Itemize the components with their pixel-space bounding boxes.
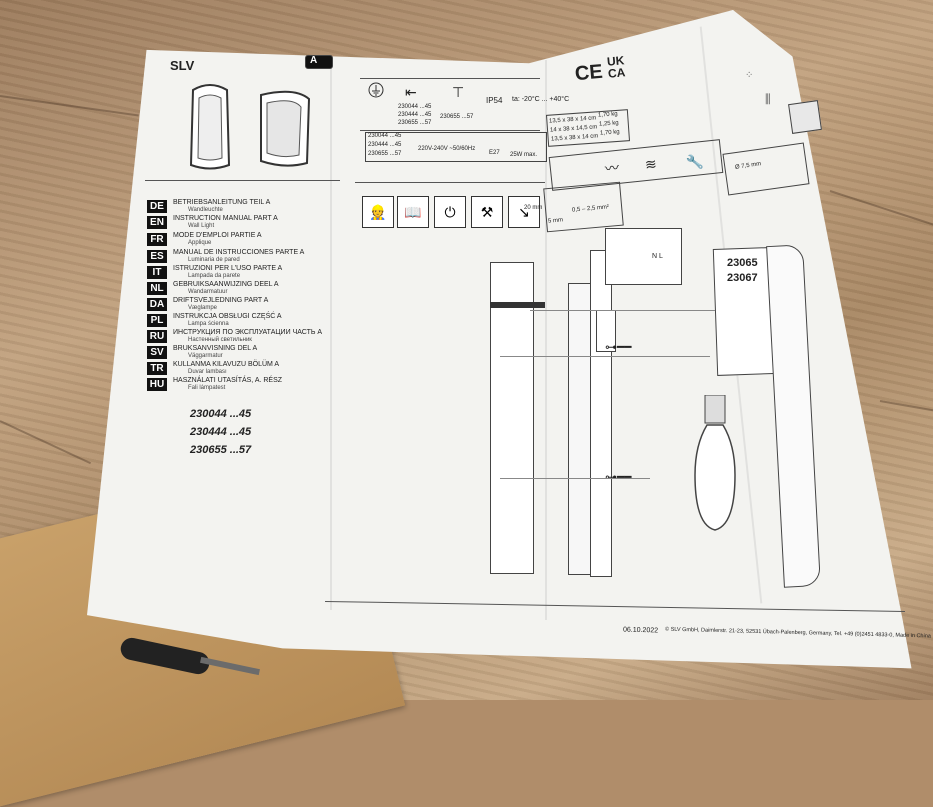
lang-code: SV	[147, 346, 167, 359]
lang-code: RU	[147, 330, 167, 343]
table-power: 25W max.	[510, 152, 538, 158]
lang-sub: Applique	[188, 240, 212, 246]
tools-icon: ⫼	[765, 92, 771, 106]
wall-section	[490, 262, 534, 574]
ground-symbol-icon	[368, 82, 384, 98]
lamp-side-illustration	[260, 90, 311, 167]
dimension-line	[500, 478, 650, 479]
terminal-label: N L	[652, 253, 663, 260]
wiring-diagram	[605, 228, 682, 285]
dimension-line	[530, 310, 740, 311]
spec-model: 230044 ...45	[398, 104, 432, 110]
table-socket: E27	[489, 150, 500, 156]
lang-sub: Настенный светильник	[188, 337, 252, 343]
cable-icon: 〰	[604, 159, 620, 177]
divider	[145, 180, 340, 181]
lang-code: DE	[147, 200, 167, 213]
lang-sub: Duvar lambası	[188, 369, 227, 375]
lang-code: PL	[147, 314, 167, 327]
spec-model: 230444 ...45	[398, 112, 432, 118]
lang-sub: Fali lámpatest	[188, 385, 226, 391]
lang-title: INSTRUKCJA OBSŁUGI CZĘŚĆ A	[173, 313, 282, 320]
spec-model: 230655 ...57	[440, 114, 474, 120]
lang-code: DA	[147, 298, 167, 311]
lang-code: HU	[147, 378, 167, 391]
lang-title: BETRIEBSANLEITUNG TEIL A	[173, 199, 271, 206]
lang-sub: Wandleuchte	[188, 207, 223, 213]
lamp-body-outline	[590, 250, 612, 577]
lang-title: MODE D'EMPLOI PARTIE A	[173, 232, 262, 239]
lang-title: ISTRUZIONI PER L'USO PARTE A	[173, 265, 283, 272]
drill-wall-icon: ⚒	[471, 196, 503, 228]
brand-logo: SLV	[170, 58, 195, 73]
lang-title: BRUKSANVISNING DEL A	[173, 345, 258, 352]
lang-sub: Væglampe	[188, 305, 218, 311]
lang-sub: Lampada da parete	[188, 273, 241, 279]
screw-icon: ⊶━━	[605, 340, 632, 354]
lang-code: EN	[147, 216, 167, 229]
read-manual-icon: 📖	[397, 196, 429, 228]
lang-code: FR	[147, 233, 167, 246]
lang-sub: Lampa ścienna	[188, 321, 229, 327]
side-model-number: 23067	[727, 272, 758, 284]
electrician-icon: 👷	[362, 196, 394, 228]
lang-sub: Wall Light	[188, 223, 215, 229]
model-number: 230655 ...57	[190, 444, 252, 456]
screw-icon: ⊶━━	[605, 470, 632, 484]
table-voltage: 220V-240V ~50/60Hz	[418, 146, 476, 152]
ukca-mark: CA	[607, 65, 626, 81]
arrow-up-icon: ⊤	[452, 84, 465, 100]
dowel-icon: ↘	[508, 196, 540, 228]
fold-line	[330, 55, 332, 610]
table-model: 230044 ...45	[368, 133, 402, 139]
arrow-left-icon: ⇤	[405, 84, 417, 100]
power-off-icon: ⏻	[434, 196, 466, 228]
lang-sub: Wandarmatuur	[188, 289, 228, 295]
lang-title: HASZNÁLATI UTASÍTÁS, A. RÉSZ	[173, 377, 283, 384]
table-model: 230655 ...57	[368, 151, 402, 157]
temperature-range: ta: -20°C ... +40°C	[512, 96, 570, 103]
divider	[360, 78, 540, 79]
lang-title: ИНСТРУКЦИЯ ПО ЭКСПЛУАТАЦИИ ЧАСТЬ А	[173, 329, 323, 336]
part-badge-label: A	[310, 55, 318, 66]
dot-grid-icon: ⁘	[745, 70, 754, 81]
divider	[360, 130, 540, 131]
lang-code: ES	[147, 250, 167, 263]
lang-code: TR	[147, 362, 167, 375]
dimension-line	[500, 356, 710, 357]
mount-plate-icon	[788, 100, 822, 134]
ce-mark: CE	[574, 60, 604, 86]
lang-title: DRIFTSVEJLEDNING PART A	[173, 297, 269, 304]
lang-title: GEBRUIKSAANWIJZING DEEL A	[173, 281, 279, 288]
ip-rating: IP54	[486, 96, 503, 105]
lang-title: MANUAL DE INSTRUCCIONES PARTE A	[173, 249, 305, 256]
cable-entry	[490, 302, 545, 308]
spec-model: 230655 ...57	[398, 120, 432, 126]
lang-title: INSTRUCTION MANUAL PART A	[173, 215, 278, 222]
light-bulb-icon	[694, 395, 736, 531]
model-number: 230444 ...45	[190, 426, 252, 438]
lang-code: NL	[147, 282, 167, 295]
spec-table	[365, 132, 547, 162]
lang-code: IT	[147, 266, 167, 279]
table-model: 230444 ...45	[368, 142, 402, 148]
lamp-front-illustration	[189, 84, 231, 170]
model-number: 230044 ...45	[190, 408, 252, 420]
fold-line	[545, 60, 547, 620]
side-model-number: 23065	[727, 257, 758, 269]
lang-title: KULLANMA KILAVUZU BÖLÜM A	[173, 361, 280, 368]
lang-sub: Väggarmatur	[188, 353, 223, 359]
drill-depth-label: 20 mm	[524, 205, 543, 211]
part-badge	[305, 55, 333, 69]
divider	[355, 182, 545, 183]
lang-sub: Luminaria de pared	[188, 257, 240, 263]
stripped-wire-icon: ≋	[644, 155, 658, 173]
print-date: 06.10.2022	[622, 626, 659, 635]
screwdriver-icon: 🔧	[685, 153, 705, 171]
